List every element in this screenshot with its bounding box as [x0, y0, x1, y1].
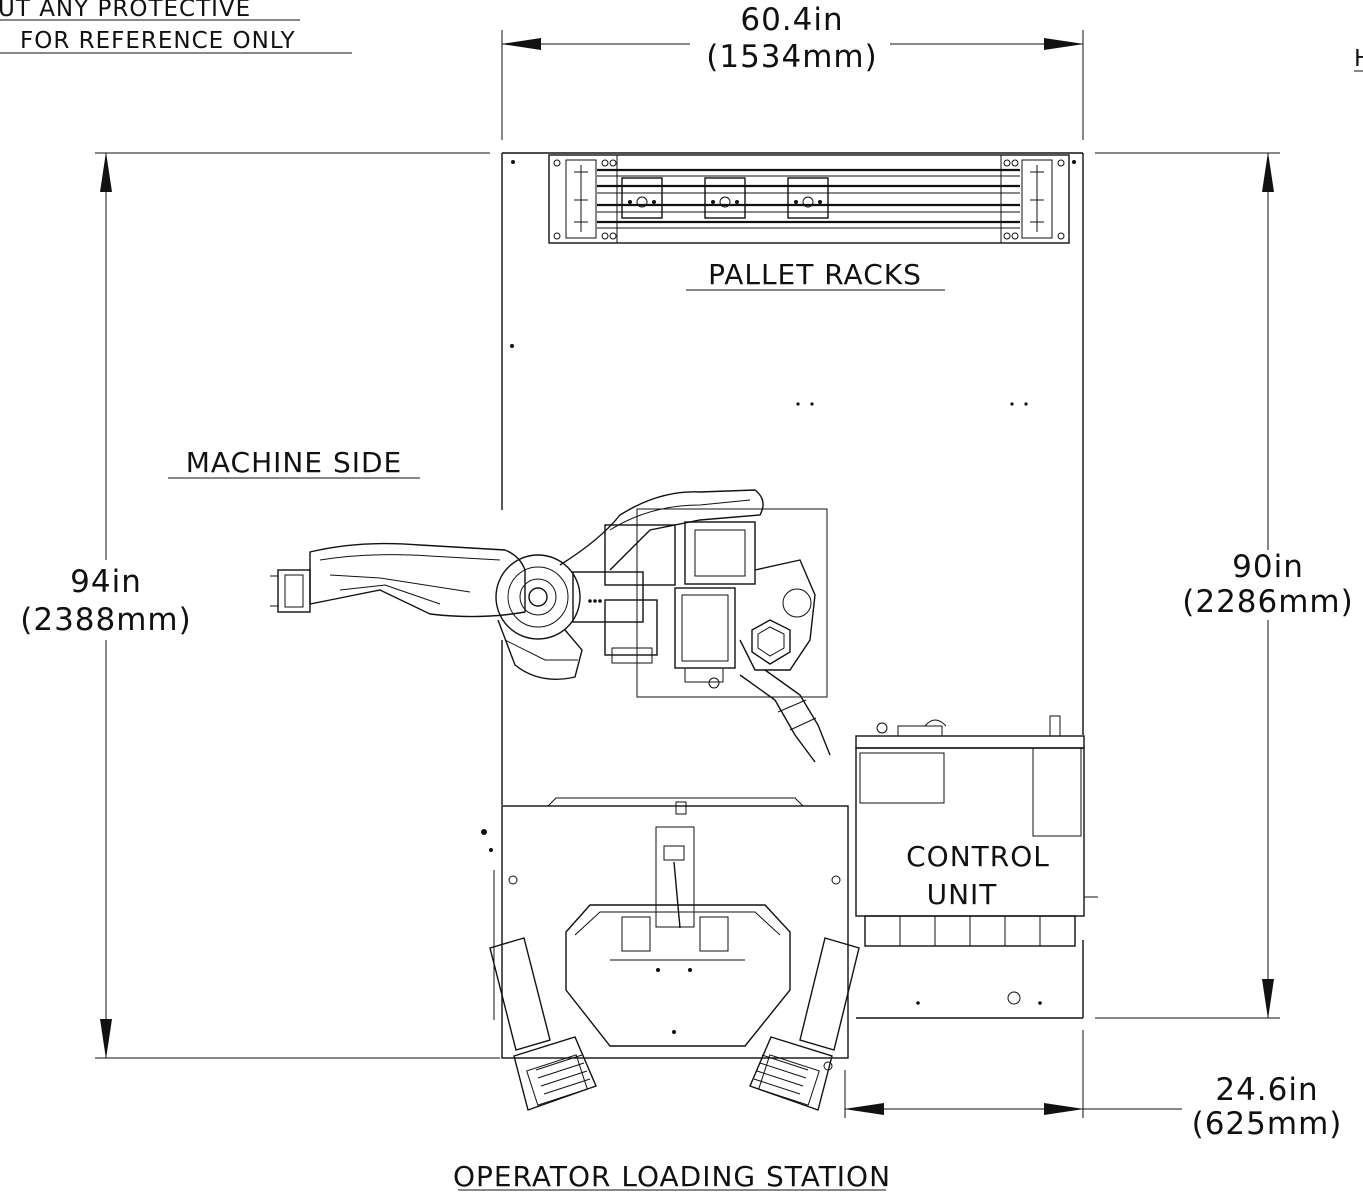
offset-millimeters: (625mm) [1192, 1106, 1343, 1142]
pallet-racks: PALLET RACKS [548, 154, 1070, 291]
width-millimeters: (1534mm) [706, 39, 877, 75]
operator-station: OPERATOR LOADING STATION [453, 797, 891, 1192]
control-unit-label-line1: CONTROL [906, 840, 1050, 873]
machine-side-label: MACHINE SIDE [186, 446, 403, 479]
offset-inches: 24.6in [1215, 1072, 1318, 1108]
control-unit: CONTROL UNIT [855, 715, 1098, 1005]
height-left-millimeters: (2388mm) [20, 602, 191, 638]
pallet-racks-label: PALLET RACKS [708, 258, 922, 291]
dimension-height-right: 90in (2286mm) [1095, 152, 1353, 1019]
control-unit-label-line2: UNIT [927, 878, 998, 911]
height-right-inches: 90in [1232, 549, 1304, 585]
height-right-millimeters: (2286mm) [1182, 584, 1353, 620]
reference-note: UT ANY PROTECTIVE FOR REFERENCE ONLY [0, 0, 352, 54]
cell-footprint [501, 152, 1084, 1019]
dimension-offset-bottom: 24.6in (625mm) [844, 1030, 1343, 1142]
dimension-width-top: 60.4in (1534mm) [501, 2, 1084, 140]
width-inches: 60.4in [740, 2, 843, 38]
dimension-height-left: 94in (2388mm) [20, 152, 500, 1059]
machine-side: MACHINE SIDE [168, 446, 420, 479]
robot-arm [270, 489, 831, 763]
operator-station-label: OPERATOR LOADING STATION [453, 1160, 891, 1192]
note-line-1: UT ANY PROTECTIVE [0, 0, 251, 22]
right-edge-fragment: H [1354, 46, 1363, 72]
note-line-2: FOR REFERENCE ONLY [20, 28, 296, 54]
right-edge-note: H [1354, 46, 1363, 72]
height-left-inches: 94in [70, 564, 142, 600]
